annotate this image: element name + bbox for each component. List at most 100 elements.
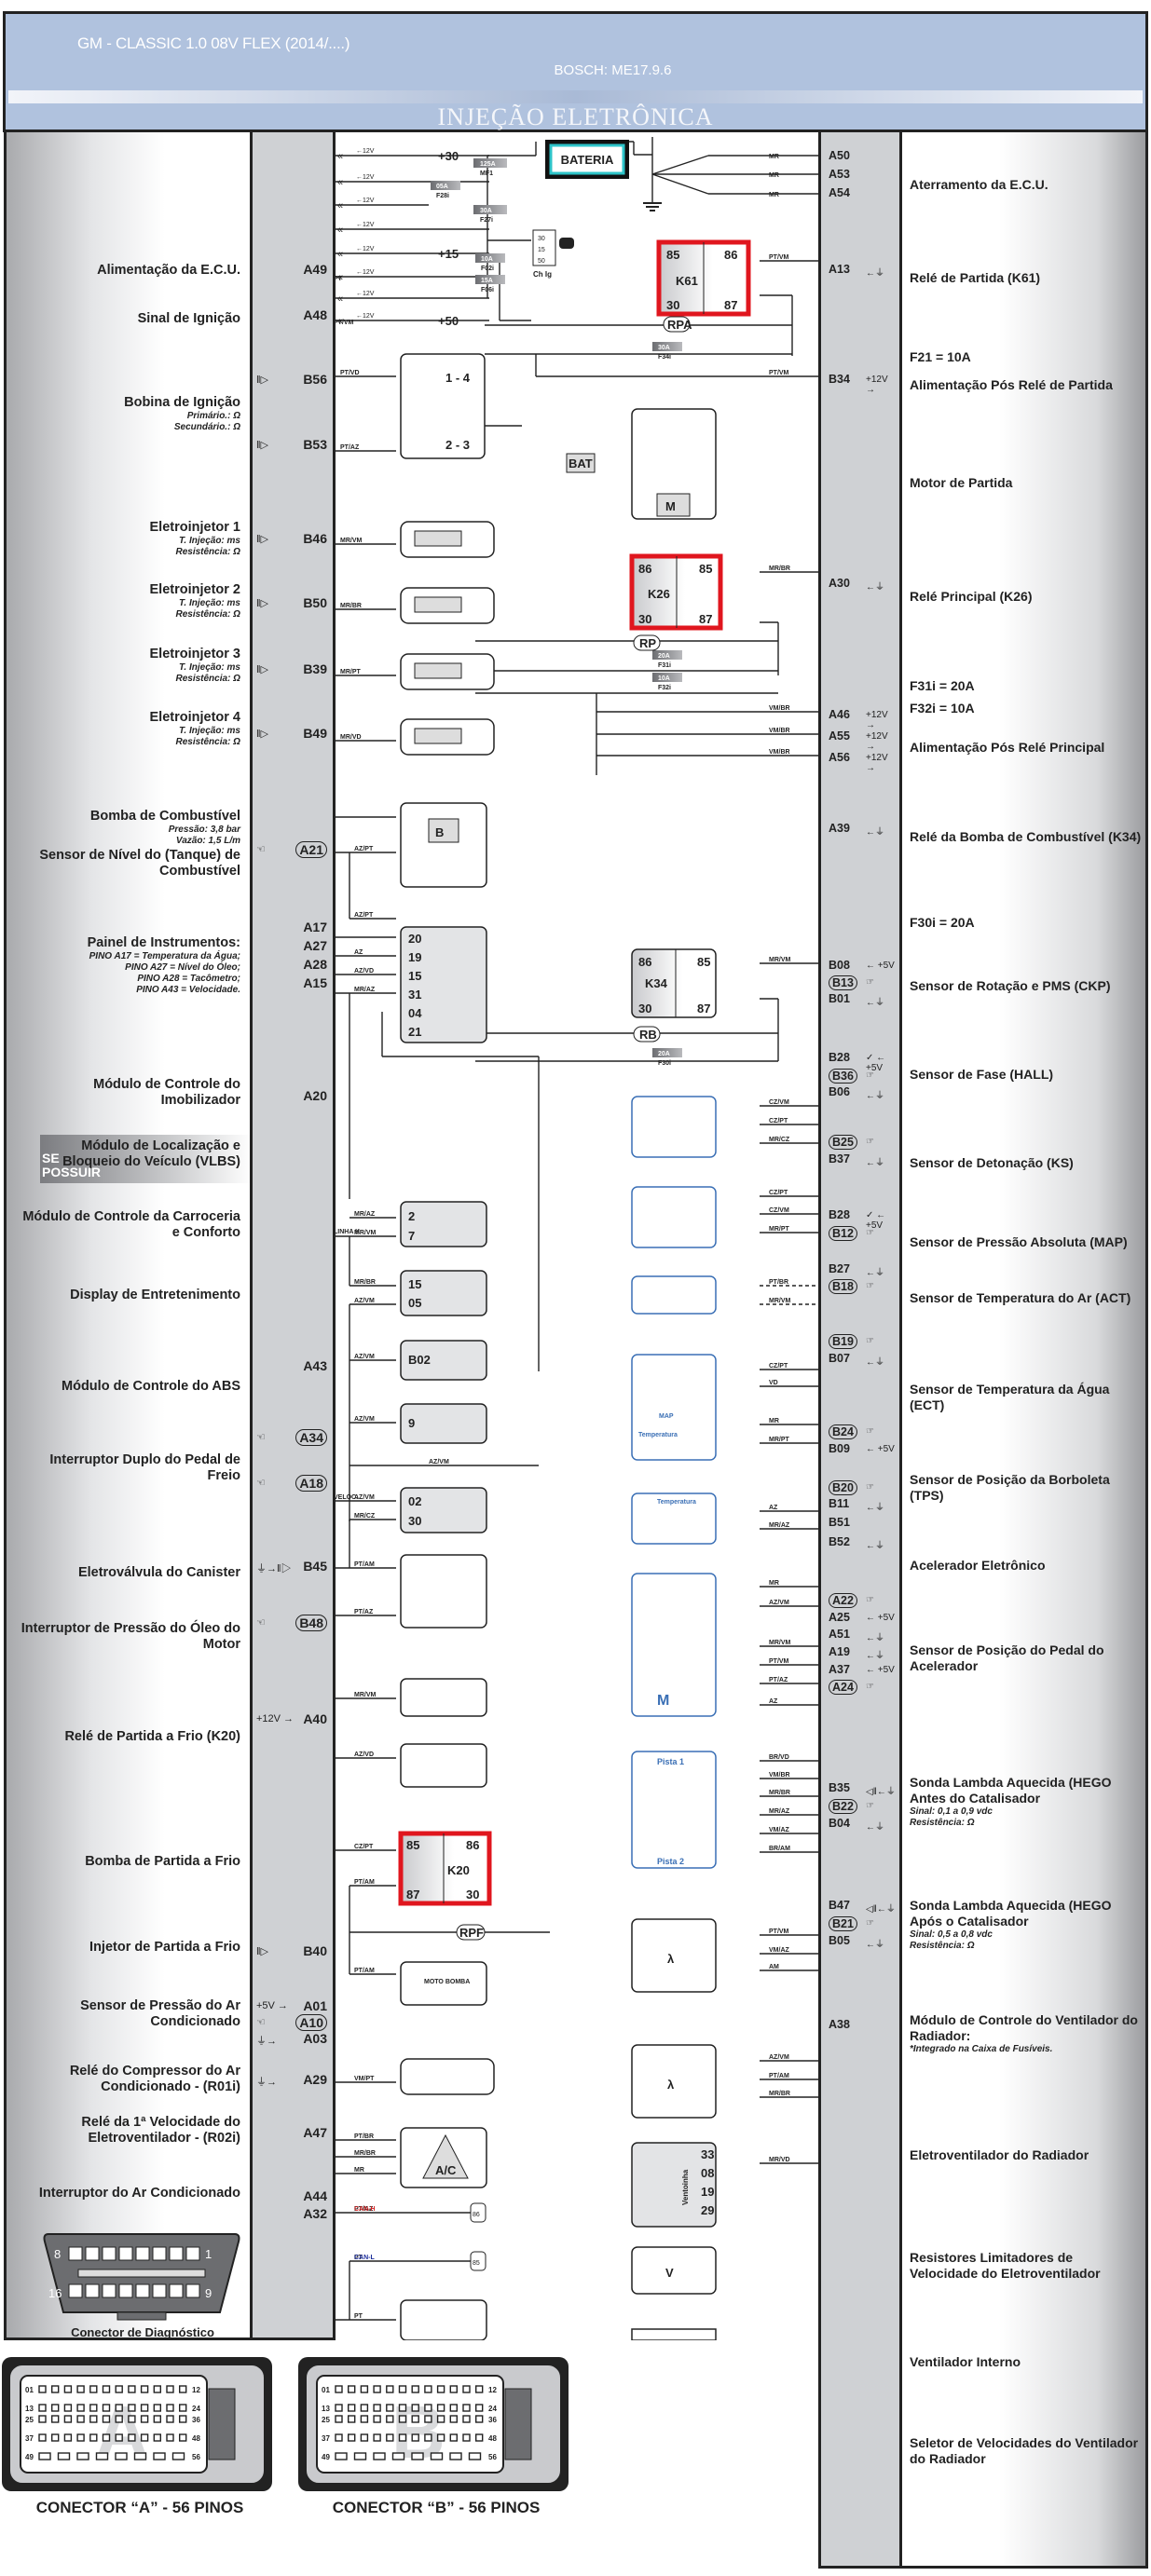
pin-cavity — [462, 2404, 471, 2412]
svg-text:86: 86 — [466, 1838, 479, 1852]
component-label: Sensor de Temperatura da Água (ECT) — [910, 1382, 1143, 1413]
svg-text:λ: λ — [667, 1952, 675, 1966]
pin-cavity — [348, 2385, 356, 2393]
pin-cavity — [178, 2404, 187, 2412]
svg-text:MR: MR — [769, 1580, 779, 1587]
svg-text:BR/VD: BR/VD — [769, 1754, 789, 1761]
pulse-output-icon: ‖▷ — [256, 440, 269, 451]
component-label: Sensor de Pressão do Ar Condicionado — [17, 1998, 240, 2030]
immobilizer-module: 27 — [400, 1201, 487, 1247]
svg-text:«: « — [337, 151, 343, 162]
voltage-indicator: +12V → — [866, 710, 888, 730]
pin-a10: A10 — [295, 2014, 327, 2031]
svg-text:PT/VD: PT/VD — [340, 370, 360, 376]
header-band — [8, 90, 1143, 103]
component-label: Sensor de Temperatura do Ar (ACT) — [910, 1290, 1143, 1306]
pin-cavity — [140, 2433, 149, 2442]
component-name: Sonda Lambda Aquecida (HEGO Após o Catal… — [910, 1898, 1112, 1929]
pulse-output-icon: ‖▷ — [256, 1946, 269, 1957]
svg-text:PT/AZ: PT/AZ — [769, 1677, 788, 1683]
component-name: F30i = 20A — [910, 915, 975, 930]
pin-a13: A13 — [829, 263, 850, 276]
svg-text:AM: AM — [769, 1964, 779, 1970]
pin-a21: A21 — [295, 841, 327, 858]
pin-cavity — [424, 2433, 432, 2442]
oil-pressure-switch — [400, 1743, 487, 1788]
svg-text:21: 21 — [408, 1025, 421, 1039]
pin-cavity — [63, 2415, 73, 2423]
svg-text:MR: MR — [769, 172, 779, 179]
pin-a15: A15 — [303, 975, 327, 990]
pin-cavity — [391, 2452, 405, 2460]
svg-text:BATERIA: BATERIA — [561, 153, 614, 167]
svg-text:RP: RP — [639, 636, 656, 650]
component-label: Relé do Compressor do Ar Condicionado - … — [17, 2064, 240, 2095]
component-label: Sinal de Ignição — [17, 311, 240, 327]
connector-letter: B — [391, 2391, 445, 2474]
pin-cavity — [449, 2433, 459, 2442]
ac-switch — [400, 2299, 487, 2340]
pin-b36: B36 — [829, 1069, 857, 1084]
component-name: Interruptor Duplo do Pedal de Freio — [49, 1452, 240, 1483]
pin-cavity — [424, 2415, 432, 2423]
component-name: Display de Entretenimento — [70, 1288, 240, 1302]
pin-b48: B48 — [295, 1615, 327, 1631]
component-name: Seletor de Velocidades do Ventilador do … — [910, 2435, 1139, 2466]
svg-text:←12V: ←12V — [356, 148, 375, 155]
right-component-column: Aterramento da E.C.U.Relé de Partida (K6… — [902, 132, 1148, 2569]
pin-cavity — [178, 2433, 187, 2442]
component-name: F32i = 10A — [910, 701, 975, 716]
optional-highlight — [40, 1135, 253, 1183]
svg-text:30: 30 — [466, 1888, 479, 1901]
instrument-panel: 20 19 15 31 04 21 — [400, 926, 487, 1043]
pin-b53: B53 — [303, 437, 327, 452]
component-label: Interruptor do Ar Condicionado — [17, 2186, 240, 2201]
svg-text:AZ/VM: AZ/VM — [354, 1494, 375, 1501]
pin-b24: B24 — [829, 1424, 857, 1439]
svg-text:VM/AZ: VM/AZ — [769, 1947, 790, 1954]
cold-start-injector — [400, 2058, 495, 2095]
pin-row-end: 56 — [192, 2453, 200, 2461]
pin-b18: B18 — [829, 1279, 857, 1294]
pin-a18: A18 — [295, 1475, 327, 1492]
svg-text:Temperatura: Temperatura — [657, 1499, 696, 1506]
component-label: Sonda Lambda Aquecida (HEGO Após o Catal… — [910, 1898, 1143, 1952]
component-spec: Resistência: Ω — [175, 674, 240, 684]
pin-cavity — [348, 2433, 356, 2442]
pin-cavity — [449, 2404, 459, 2412]
pin-b37: B37 — [829, 1152, 850, 1165]
svg-text:19: 19 — [701, 2185, 714, 2199]
svg-text:87: 87 — [697, 1002, 710, 1015]
pin-cavity — [462, 2433, 471, 2442]
svg-text:05A: 05A — [436, 184, 448, 190]
component-spec: Vazão: 1,5 L/m — [175, 836, 240, 846]
component-name: Interruptor do Ar Condicionado — [38, 2186, 240, 2201]
diagnostic-connector-label: Conector de Diagnóstico — [71, 2325, 214, 2339]
svg-text:15A: 15A — [481, 278, 493, 284]
pin-cavity — [449, 2452, 462, 2460]
component-name: Relé da Bomba de Combustível (K34) — [910, 829, 1142, 844]
svg-text:MR/PT: MR/PT — [340, 669, 362, 675]
component-label: Acelerador Eletrônico — [910, 1558, 1143, 1574]
pin-cavity — [128, 2404, 136, 2412]
diag-pin-label: 8 — [54, 2247, 61, 2261]
svg-text:30: 30 — [638, 1002, 651, 1015]
svg-text:MR/PT: MR/PT — [769, 1226, 790, 1233]
pin-b51: B51 — [829, 1516, 850, 1529]
voltage-indicator: +12V → — [256, 1713, 295, 1724]
svg-text:85: 85 — [473, 2260, 480, 2267]
brake-switch — [400, 1554, 487, 1629]
pin-row-start: 13 — [322, 2405, 330, 2413]
svg-text:30: 30 — [666, 298, 679, 312]
svg-text:RB: RB — [639, 1028, 657, 1042]
component-name: Sensor de Rotação e PMS (CKP) — [910, 978, 1111, 993]
svg-text:PT/BR: PT/BR — [769, 1279, 788, 1286]
rb-line-label: RB — [633, 1026, 661, 1043]
svg-text:MR/BR: MR/BR — [354, 2150, 376, 2157]
pin-cavity — [171, 2452, 185, 2460]
svg-text:MR: MR — [769, 1418, 779, 1424]
component-label: Eletroventilador do Radiador — [910, 2147, 1143, 2163]
